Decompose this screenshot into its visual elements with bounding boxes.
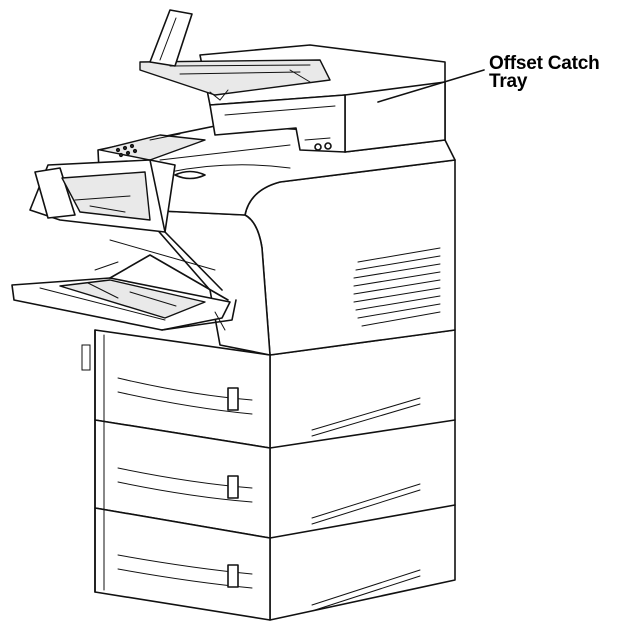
callout-label-line-1: Offset Catch	[489, 53, 600, 74]
tray-handle-icon	[227, 387, 239, 411]
bypass-tray	[11, 254, 237, 331]
paper-stop-flap	[149, 9, 193, 67]
front-cover-open	[29, 159, 223, 291]
control-panel-buttons	[115, 143, 138, 158]
callout-leader-line	[377, 69, 485, 103]
vent-grille	[353, 247, 441, 327]
offset-catch-tray	[139, 9, 446, 153]
callout-label-line-2: Tray	[489, 71, 528, 92]
paper-tray-stack	[81, 329, 456, 621]
offset-catch-tray-label: Offset Catch Tray	[489, 53, 629, 92]
